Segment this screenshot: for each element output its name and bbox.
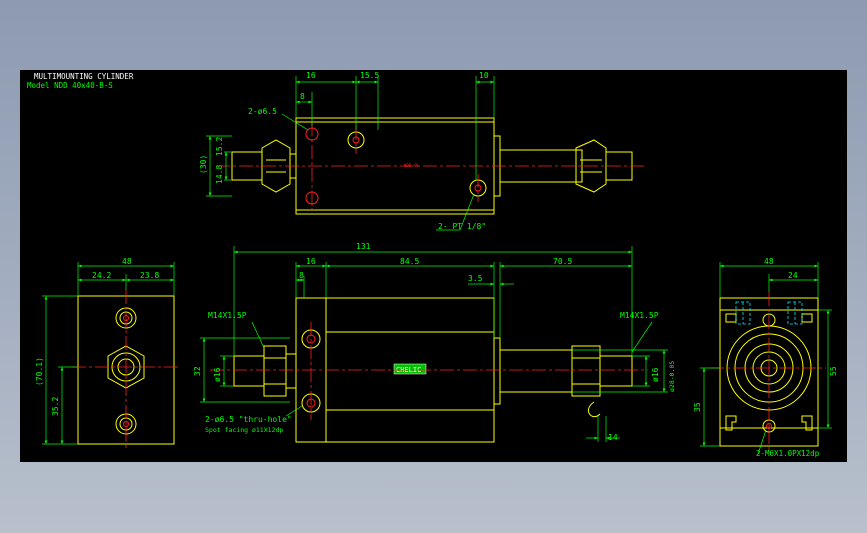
top-view-centerlines (216, 122, 644, 210)
dim-55: 55 (829, 366, 838, 376)
right-view-hidden-lines (735, 301, 803, 325)
dim-dia16-right: ø16 (651, 367, 660, 382)
top-view-tag: NDD 40 (404, 163, 419, 168)
right-view-labels: 48 24 55 35 2-M6X1.0PX12dp (693, 257, 838, 458)
front-view-labels: 131 16 84.5 70.5 8 3.5 M14X1.5P M14X1.5P… (193, 242, 676, 442)
dim-8-front: 8 (299, 271, 304, 280)
note-thread-right: M14X1.5P (620, 311, 659, 320)
note-front-holes: 2-ø6.5 "thru-hole" (205, 415, 292, 424)
dim-24-2: 24.2 (92, 271, 111, 280)
dim-48-left: 48 (122, 257, 132, 266)
note-top-holes: 2-ø6.5 (248, 107, 277, 116)
left-view-dims (42, 262, 175, 445)
dim-dia28: ø28-0.05 (668, 361, 676, 392)
right-view-centerlines (710, 292, 826, 452)
dim-23-8: 23.8 (140, 271, 159, 280)
cad-drawing: MULTIMOUNTING CYLINDER Model NDD 40x40-B… (20, 70, 847, 462)
dim-15-2-top: 15.2 (215, 137, 224, 156)
right-view-dims (700, 262, 832, 455)
cad-canvas: 16 15.5 8 10 2-ø6.5 2- PT 1/8" (30) 15.2… (35, 71, 838, 458)
left-view-centerlines (72, 290, 180, 450)
dim-70-1: (70.1) (35, 357, 44, 386)
dim-8-top: 8 (300, 92, 305, 101)
dim-10-top: 10 (479, 71, 489, 80)
dim-16-top: 16 (306, 71, 316, 80)
top-view-labels: 16 15.5 8 10 2-ø6.5 2- PT 1/8" (30) 15.2… (199, 71, 489, 231)
dim-dia16-left: ø16 (213, 367, 222, 382)
dim-131: 131 (356, 242, 371, 251)
note-port: 2- PT 1/8" (438, 222, 486, 231)
dim-30-top: (30) (199, 155, 208, 174)
dim-35-2: 35.2 (51, 397, 60, 416)
dim-3-5: 3.5 (468, 274, 483, 283)
dim-48-right: 48 (764, 257, 774, 266)
left-view-labels: 48 24.2 23.8 (70.1) 35.2 (35, 257, 159, 416)
dim-16-front: 16 (306, 257, 316, 266)
front-view-dims (200, 246, 668, 442)
left-view: 48 24.2 23.8 (70.1) 35.2 (35, 257, 180, 450)
dim-35-right: 35 (693, 402, 702, 412)
front-view: CHELIC (193, 242, 676, 443)
note-spot-facing: Spot facing ø11X12dp (205, 426, 283, 434)
front-view-centerlines (210, 322, 648, 420)
top-view-dims (206, 76, 495, 231)
right-view: 48 24 55 35 2-M6X1.0PX12dp (693, 257, 838, 458)
dim-24-right: 24 (788, 271, 798, 280)
drawing-title: MULTIMOUNTING CYLINDER (34, 72, 134, 81)
model-label: Model NDD 40x40-B-S (27, 81, 113, 90)
dim-14: 14 (608, 433, 618, 442)
dim-15-5-top: 15.5 (360, 71, 379, 80)
note-tap: 2-M6X1.0PX12dp (756, 449, 820, 458)
dim-32: 32 (193, 366, 202, 376)
note-thread-left: M14X1.5P (208, 311, 247, 320)
brand-label: CHELIC (396, 366, 421, 374)
top-view: 16 15.5 8 10 2-ø6.5 2- PT 1/8" (30) 15.2… (199, 71, 644, 231)
dim-14-8-top: 14.8 (215, 165, 224, 184)
dim-70-5: 70.5 (553, 257, 572, 266)
dim-84-5: 84.5 (400, 257, 419, 266)
brand-label-bg (393, 363, 427, 375)
